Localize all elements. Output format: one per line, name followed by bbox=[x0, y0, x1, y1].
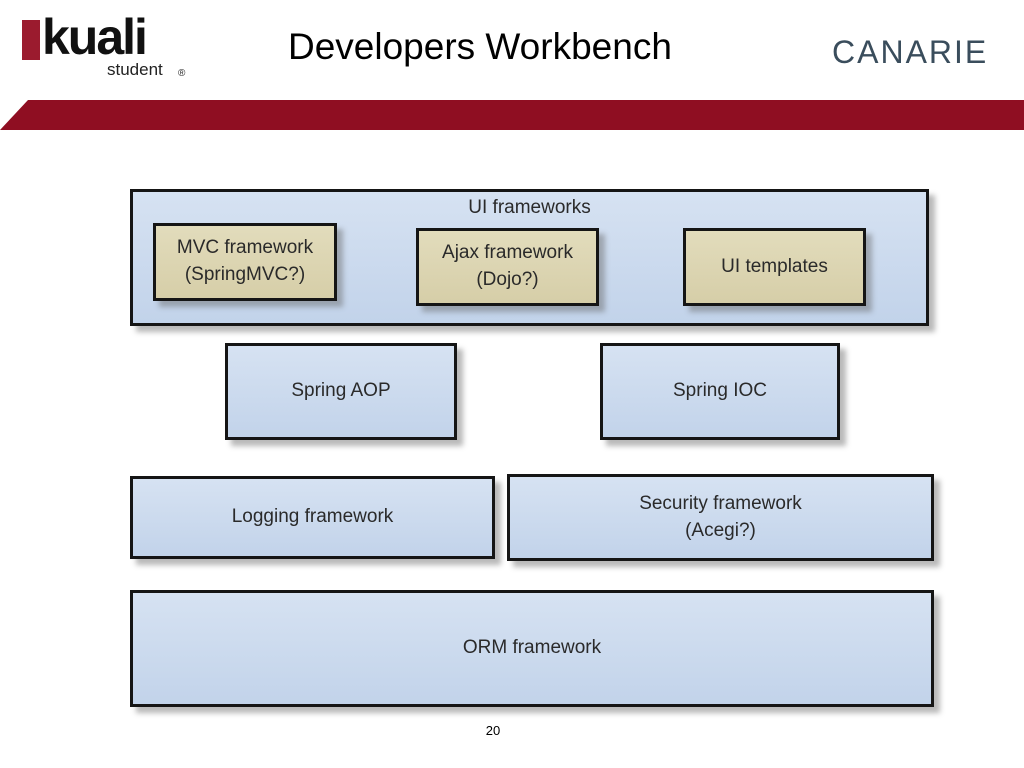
ui-templates-box: UI templates bbox=[683, 228, 866, 306]
security-framework-box: Security framework (Acegi?) bbox=[507, 474, 934, 561]
logo-sub-text: student bbox=[107, 60, 163, 79]
logo-registered-mark: ® bbox=[178, 68, 186, 79]
kuali-student-logo: kuali student ® bbox=[22, 9, 192, 82]
logo-brand-text: kuali bbox=[42, 9, 148, 65]
canarie-logo: CANARIE bbox=[832, 34, 989, 70]
logging-framework-box: Logging framework bbox=[130, 476, 495, 559]
mvc-framework-box: MVC framework (SpringMVC?) bbox=[153, 223, 337, 301]
header-banner bbox=[0, 100, 1024, 130]
page-number: 20 bbox=[485, 723, 501, 738]
spring-ioc-box: Spring IOC bbox=[600, 343, 840, 440]
page-title: Developers Workbench bbox=[288, 26, 672, 67]
ajax-framework-box: Ajax framework (Dojo?) bbox=[416, 228, 599, 306]
spring-aop-box: Spring AOP bbox=[225, 343, 457, 440]
kuali-k-mark-icon bbox=[22, 20, 40, 60]
ui-frameworks-label: UI frameworks bbox=[468, 197, 591, 218]
orm-framework-box: ORM framework bbox=[130, 590, 934, 707]
